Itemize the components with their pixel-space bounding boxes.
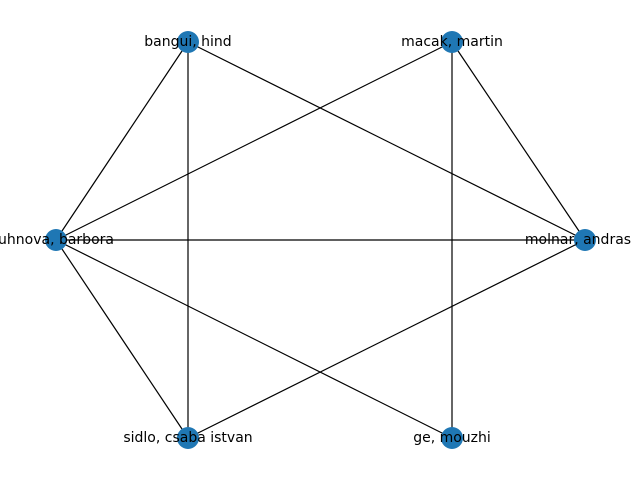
edge-bangui-barbora [55, 41, 189, 241]
node-macak: macak, martin [401, 31, 503, 53]
node-marker-sidlo [177, 427, 199, 449]
edge-macak-barbora [55, 41, 453, 241]
node-sidlo: sidlo, csaba istvan [123, 427, 253, 449]
node-marker-macak [441, 31, 463, 53]
node-layer: bangui, hind macak, martin molnar, andra… [0, 31, 631, 449]
edge-barbora-sidlo [55, 239, 189, 439]
node-marker-ge [441, 427, 463, 449]
node-label-molnar: molnar, andras [525, 232, 631, 248]
edge-layer [55, 41, 586, 439]
node-label-ge: ge, mouzhi [413, 430, 491, 446]
node-molnar: molnar, andras [525, 229, 631, 251]
node-ge: ge, mouzhi [413, 427, 491, 449]
edge-sidlo-molnar [187, 239, 586, 439]
edge-macak-molnar [451, 41, 586, 241]
edge-bangui-molnar [187, 41, 586, 241]
node-label-macak: macak, martin [401, 34, 503, 50]
edge-barbora-ge [55, 239, 453, 439]
node-marker-barbora [45, 229, 67, 251]
node-label-sidlo: sidlo, csaba istvan [123, 430, 252, 446]
node-bangui: bangui, hind [144, 31, 232, 53]
node-label-bangui: bangui, hind [144, 34, 231, 50]
node-marker-molnar [574, 229, 596, 251]
node-barbora: uhnova, barbora [0, 229, 114, 251]
node-label-barbora: uhnova, barbora [0, 232, 114, 248]
node-marker-bangui [177, 31, 199, 53]
